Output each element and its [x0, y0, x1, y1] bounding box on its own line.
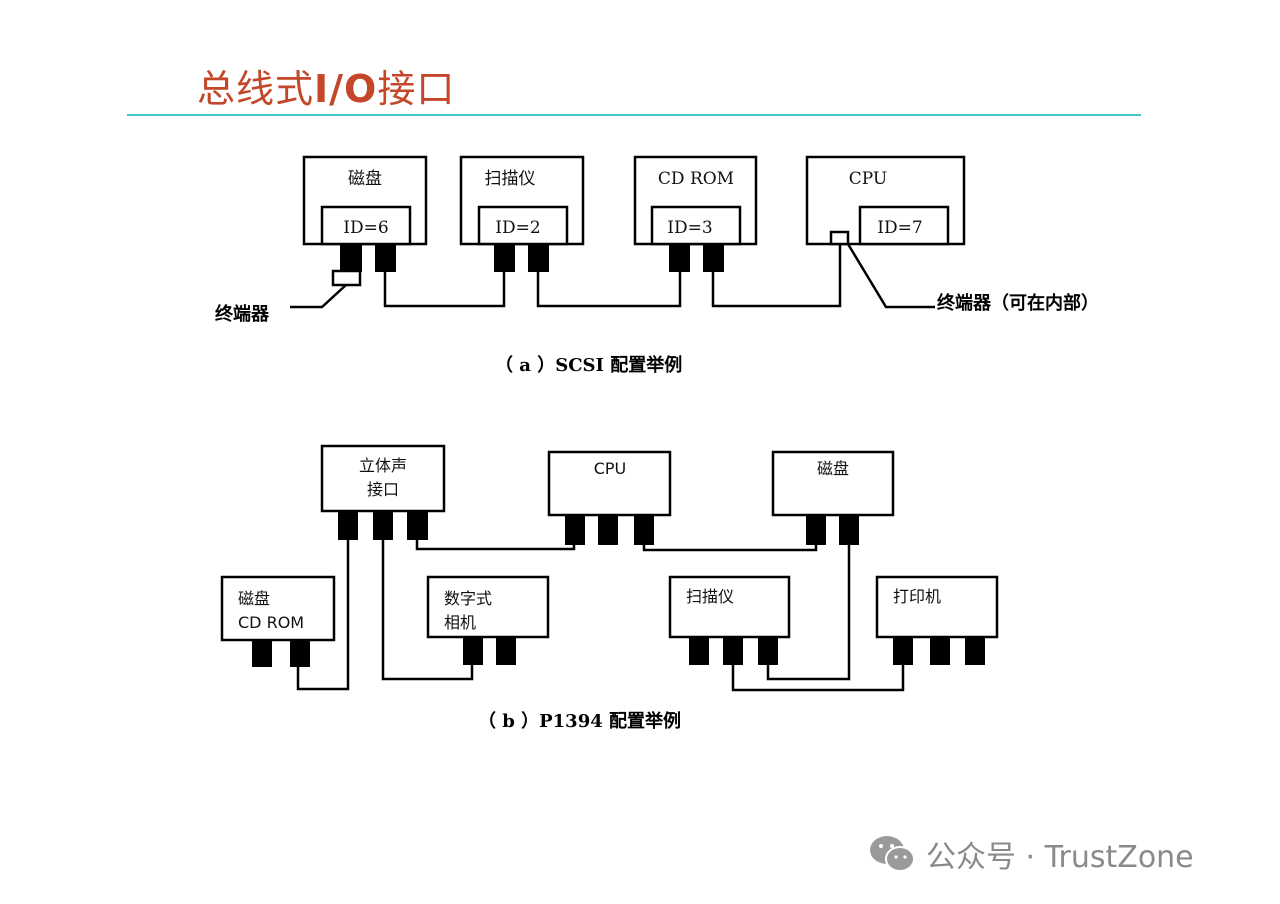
p1394-device-disk-cdrom: 磁盘 CD ROM — [220, 575, 336, 667]
device-label: 相机 — [444, 613, 476, 632]
connector — [375, 244, 396, 272]
connector — [703, 244, 724, 272]
p1394-device-disk: 磁盘 — [771, 450, 895, 545]
scsi-device-scanner: 扫描仪 ID=2 — [459, 155, 585, 272]
wechat-icon — [870, 836, 915, 872]
scsi-device-cdrom: CD ROM ID=3 — [633, 155, 758, 272]
device-label: CD ROM — [238, 613, 304, 632]
device-id: ID=6 — [343, 218, 388, 238]
internal-terminator — [829, 230, 850, 246]
title-divider — [127, 114, 1141, 116]
scsi-diagram: 磁盘 ID=6 扫描仪 ID=2 CD ROM ID=3 CPU — [215, 155, 1099, 376]
p1394-caption: （ b ）P1394 配置举例 — [478, 710, 681, 732]
p1394-device-cpu: CPU — [547, 450, 672, 545]
title-suffix: 接口 — [377, 67, 456, 111]
device-label: 扫描仪 — [485, 169, 536, 189]
terminator-internal-label: 终端器（可在内部） — [937, 292, 1099, 314]
connector — [528, 244, 549, 272]
watermark-text: 公众号 · TrustZone — [926, 840, 1194, 875]
watermark: 公众号 · TrustZone — [868, 832, 1194, 876]
p1394-device-printer: 打印机 — [875, 575, 999, 665]
device-label: 磁盘 — [238, 589, 270, 608]
scsi-device-cpu: CPU ID=7 — [805, 155, 966, 246]
p1394-device-stereo: 立体声 接口 — [320, 444, 446, 540]
device-label: 磁盘 — [348, 169, 382, 189]
device-label: 磁盘 — [817, 459, 849, 478]
p1394-device-camera: 数字式 相机 — [426, 575, 550, 665]
p1394-diagram: 立体声 接口 CPU 磁盘 磁盘 CD ROM 数字式 相机 扫 — [220, 444, 999, 732]
device-id: ID=2 — [495, 218, 540, 238]
p1394-device-scanner: 扫描仪 — [668, 575, 791, 665]
title-bold: I/O — [314, 67, 378, 111]
device-label: 扫描仪 — [686, 587, 734, 606]
device-label: 打印机 — [893, 587, 941, 606]
terminator — [331, 269, 362, 287]
device-label: 接口 — [367, 480, 399, 499]
connector — [340, 244, 362, 272]
scsi-device-disk: 磁盘 ID=6 — [302, 155, 428, 287]
connector — [494, 244, 515, 272]
connector — [669, 244, 690, 272]
device-label: CD ROM — [658, 169, 734, 189]
device-label: CPU — [849, 169, 887, 189]
device-label: 数字式 — [444, 589, 492, 608]
title-prefix: 总线式 — [197, 67, 315, 111]
scsi-caption: （ a ）SCSI 配置举例 — [495, 354, 682, 376]
slide-title: 总线式I/O接口 — [197, 58, 455, 113]
device-label: CPU — [594, 459, 627, 478]
device-id: ID=7 — [877, 218, 922, 238]
terminator-label: 终端器 — [215, 303, 270, 325]
device-id: ID=3 — [667, 218, 712, 238]
device-label: 立体声 — [359, 456, 407, 475]
